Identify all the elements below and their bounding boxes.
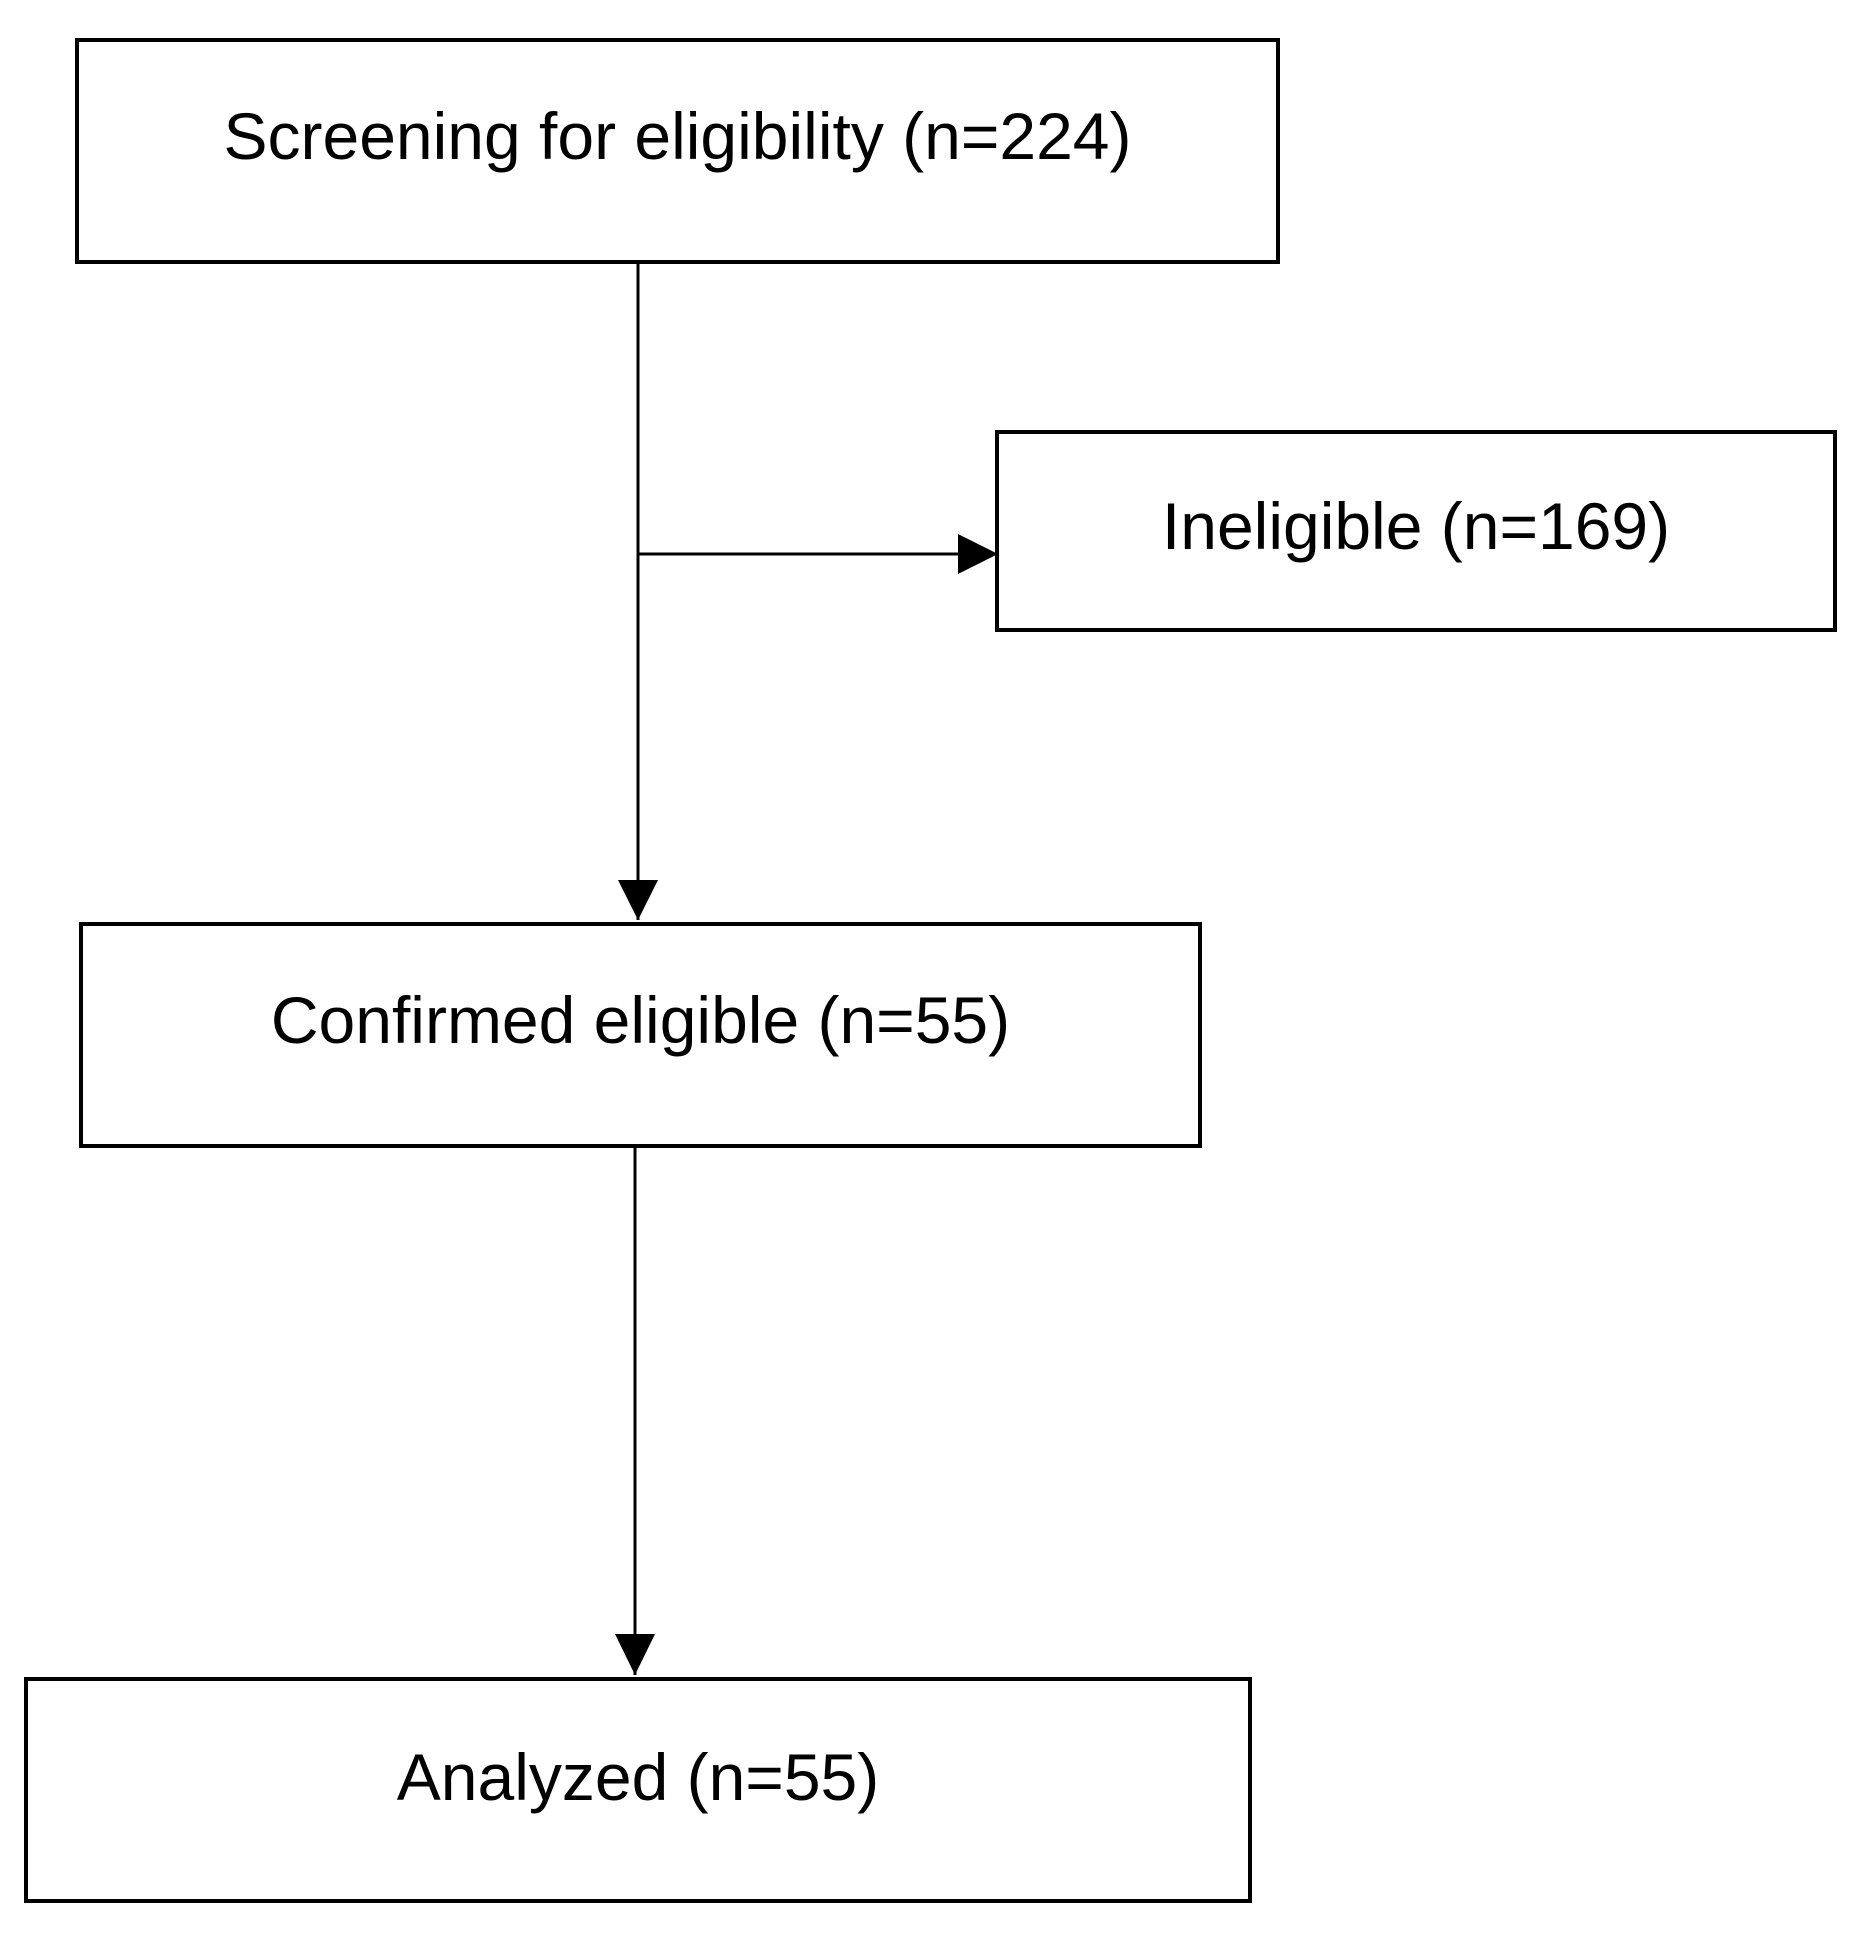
node-confirmed: Confirmed eligible (n=55) bbox=[79, 922, 1202, 1148]
node-ineligible-label: Ineligible (n=169) bbox=[1161, 489, 1671, 563]
node-analyzed-label: Analyzed (n=55) bbox=[396, 1740, 880, 1814]
node-screening-label: Screening for eligibility (n=224) bbox=[223, 99, 1132, 173]
node-analyzed: Analyzed (n=55) bbox=[24, 1677, 1252, 1903]
node-screening: Screening for eligibility (n=224) bbox=[75, 38, 1280, 264]
arrowhead-confirmed-to-analyzed bbox=[615, 1634, 655, 1675]
node-ineligible: Ineligible (n=169) bbox=[995, 430, 1837, 632]
node-confirmed-label: Confirmed eligible (n=55) bbox=[270, 983, 1011, 1057]
arrowhead-screening-to-ineligible bbox=[958, 534, 998, 574]
arrowhead-screening-to-confirmed bbox=[618, 880, 658, 920]
